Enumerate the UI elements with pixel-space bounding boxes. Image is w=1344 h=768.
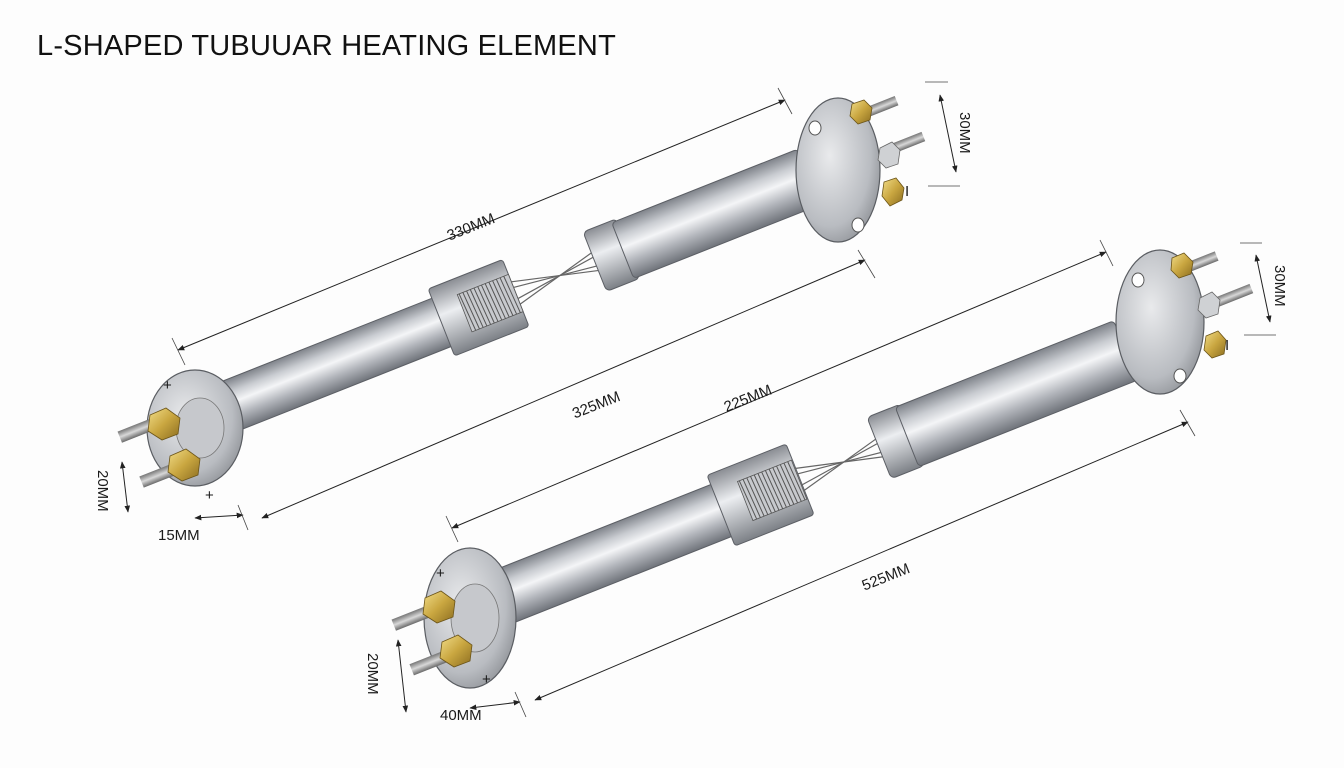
- diagram-title: L-SHAPED TUBUUAR HEATING ELEMENT: [37, 30, 616, 62]
- dim-label-bottom-overall: 225MM: [722, 382, 775, 416]
- dim-label-top-left-width: 15MM: [158, 527, 200, 544]
- bottom-right-tube: [895, 321, 1137, 467]
- dim-label-bottom-lower: 525MM: [860, 560, 913, 594]
- top-left-nut-lower: [167, 448, 201, 482]
- top-left-tube: [204, 289, 474, 437]
- dim-line-bottom-left-height: [395, 639, 409, 713]
- top-left-nut-upper: [147, 407, 181, 441]
- bottom-left-nut-lower: [439, 634, 473, 668]
- dim-line-bottom-end-height: [1254, 254, 1272, 323]
- dim-line-top-left-height: [119, 461, 131, 513]
- top-right-tube: [612, 149, 820, 278]
- top-left-studs: [117, 407, 201, 488]
- bottom-right-studs: [1170, 251, 1254, 359]
- bottom-left-nut-upper: [422, 590, 456, 624]
- dim-line-bottom-left-width: [469, 699, 521, 711]
- dim-label-top-end-height: 30MM: [956, 112, 973, 154]
- dim-label-bottom-left-width: 40MM: [440, 707, 482, 724]
- dim-line-top-end-height: [938, 94, 958, 173]
- bottom-left-plus-mark: +: [436, 565, 445, 582]
- top-right-studs: [849, 95, 926, 207]
- dim-line-top-left-width: [194, 512, 244, 521]
- dim-line-bottom-lower: [534, 421, 1189, 701]
- top-left-plus-mark: +: [163, 377, 172, 394]
- dim-label-top-lower: 325MM: [570, 388, 623, 422]
- top-right-bar-mark: I: [905, 183, 909, 200]
- bottom-left-studs: [391, 590, 473, 676]
- top-left-plus-mark-lower: +: [205, 487, 214, 504]
- dim-label-top-overall: 330MM: [445, 210, 498, 244]
- bottom-right-bar-mark: I: [1225, 337, 1229, 354]
- dim-label-bottom-end-height: 30MM: [1271, 265, 1288, 307]
- bottom-left-plus-mark-lower: +: [482, 671, 491, 688]
- dim-label-top-left-height: 20MM: [94, 470, 111, 512]
- top-heating-element: + + I: [117, 95, 926, 504]
- dim-label-bottom-left-height: 20MM: [364, 653, 381, 695]
